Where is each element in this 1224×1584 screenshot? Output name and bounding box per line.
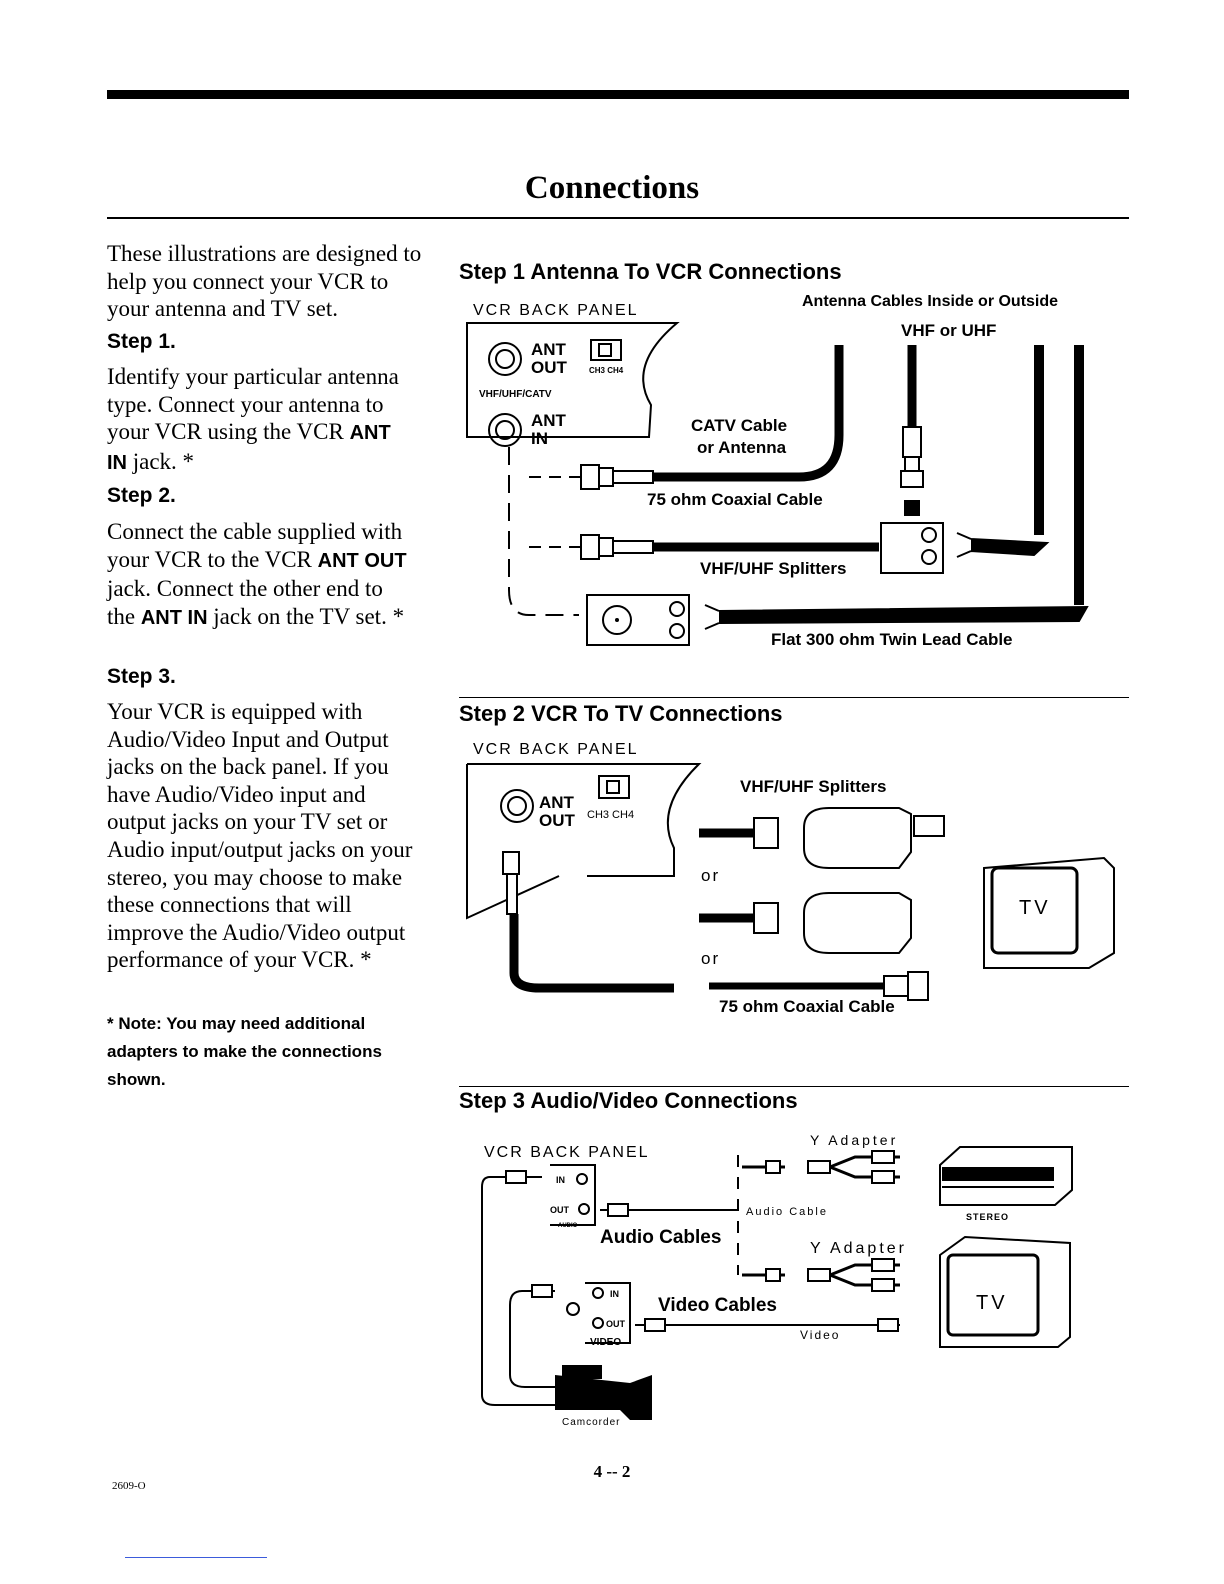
video-cables-label: Video Cables — [658, 1295, 777, 1316]
step1-paragraph: Identify your particular antenna type. C… — [107, 364, 399, 474]
footer-link-underline — [125, 1557, 267, 1558]
ant-label: ANT — [539, 793, 575, 812]
y-adapter-label-1: Y Adapter — [810, 1132, 898, 1148]
catv-cable — [653, 345, 844, 482]
video-in-label: IN — [610, 1289, 619, 1299]
video-word-label: VIDEO — [590, 1337, 621, 1348]
intro-paragraph: These illustrations are designed to help… — [107, 241, 422, 322]
ant-out-keyword: ANT OUT — [317, 549, 407, 572]
stereo-icon: STEREO — [939, 1146, 1073, 1222]
vcr-to-tv-diagram: VCR BACK PANEL ANT OUT CH3 CH4 VHF/UHF S… — [466, 741, 1115, 1016]
stereo-label: STEREO — [966, 1212, 1009, 1222]
ant-in-label-bottom: IN — [531, 429, 548, 448]
tv-icon: TV — [939, 1235, 1071, 1348]
page-number: 4 -- 2 — [593, 1462, 631, 1481]
or-label-1: or — [701, 866, 720, 885]
tv-label: TV — [976, 1292, 1008, 1314]
catv-label-1: CATV Cable — [691, 416, 787, 435]
catv-label-2: or Antenna — [697, 438, 787, 457]
vcr-panel-outline — [466, 322, 680, 438]
channel-switch-icon — [590, 339, 622, 361]
page-title: Connections — [524, 170, 700, 206]
audio-video-diagram: VCR BACK PANEL Y Adapter Y Adapter IN OU… — [481, 1132, 1073, 1428]
splitter-icon — [880, 522, 944, 574]
audio-in-label: IN — [556, 1175, 565, 1185]
ant-out-jack-icon — [488, 342, 522, 376]
y-adapter-label-2: Y Adapter — [810, 1240, 907, 1257]
ant-out-label-top: ANT — [531, 340, 567, 359]
tv-label: TV — [1019, 897, 1051, 919]
out-label: OUT — [539, 811, 576, 830]
twin-lead-cable — [704, 604, 1089, 630]
step3-heading: Step 3. — [107, 665, 176, 688]
step1-heading: Step 1. — [107, 330, 176, 353]
audio-cable-label: Audio Cable — [746, 1206, 828, 1218]
splitter-icon — [803, 807, 912, 869]
vcr-back-panel-label: VCR BACK PANEL — [484, 1144, 650, 1161]
step2-diagram-heading: Step 2 VCR To TV Connections — [459, 701, 783, 726]
vhf-uhf-label: VHF or UHF — [901, 321, 996, 340]
vhf-catv-label: VHF/UHF/CATV — [479, 389, 552, 400]
or-label-2: or — [701, 949, 720, 968]
step2-heading: Step 2. — [107, 484, 176, 507]
doc-code: 2609-O — [112, 1480, 146, 1492]
vcr-back-panel-label: VCR BACK PANEL — [473, 302, 639, 319]
step3-diagram-heading: Step 3 Audio/Video Connections — [459, 1088, 798, 1113]
splitter-icon — [803, 892, 912, 954]
step2-paragraph: Connect the cable supplied with your VCR… — [107, 519, 407, 629]
vcr-back-panel-label: VCR BACK PANEL — [473, 741, 639, 758]
splitters-label: VHF/UHF Splitters — [740, 777, 886, 796]
tv-icon: TV — [983, 856, 1115, 969]
video-label: Video — [800, 1328, 840, 1342]
note: * Note: You may need additional adapters… — [107, 1014, 382, 1089]
step3-rule — [459, 1086, 1129, 1087]
audio-out-label: OUT — [550, 1205, 570, 1215]
splitters-label: VHF/UHF Splitters — [700, 559, 846, 578]
channel-switch-icon — [598, 775, 630, 799]
coax-connector-icon — [580, 464, 654, 490]
video-out-label: OUT — [606, 1319, 626, 1329]
title-rule — [107, 217, 1129, 219]
coax-label: 75 ohm Coaxial Cable — [647, 490, 823, 509]
channel-label: CH3 CH4 — [589, 366, 624, 375]
ant-out-label-bottom: OUT — [531, 358, 568, 377]
coax-connector-icon — [580, 534, 654, 560]
coax-label: 75 ohm Coaxial Cable — [719, 997, 895, 1016]
twin-lead-label: Flat 300 ohm Twin Lead Cable — [771, 630, 1013, 649]
audio-word-label: AUDIO — [558, 1223, 578, 1229]
channel-label: CH3 CH4 — [587, 809, 634, 821]
antenna-to-vcr-diagram: VCR BACK PANEL Antenna Cables Inside or … — [466, 293, 1089, 649]
step1-diagram-heading: Step 1 Antenna To VCR Connections — [459, 259, 842, 284]
top-rule — [107, 90, 1129, 99]
audio-cables-label: Audio Cables — [600, 1227, 721, 1248]
antenna-title-label: Antenna Cables Inside or Outside — [802, 293, 1058, 310]
camcorder-icon — [555, 1365, 652, 1420]
camcorder-label: Camcorder — [562, 1417, 620, 1428]
step3-paragraph: Your VCR is equipped with Audio/Video In… — [107, 699, 413, 973]
step2-rule — [459, 697, 1129, 698]
ant-in-keyword-2: ANT IN — [140, 606, 208, 629]
ant-in-keyword: ANT IN — [107, 422, 391, 474]
vcr-panel-outline — [466, 763, 702, 920]
ant-out-jack-icon — [500, 789, 534, 823]
ant-in-label-top: ANT — [531, 411, 567, 430]
ant-in-jack-icon — [488, 413, 522, 447]
